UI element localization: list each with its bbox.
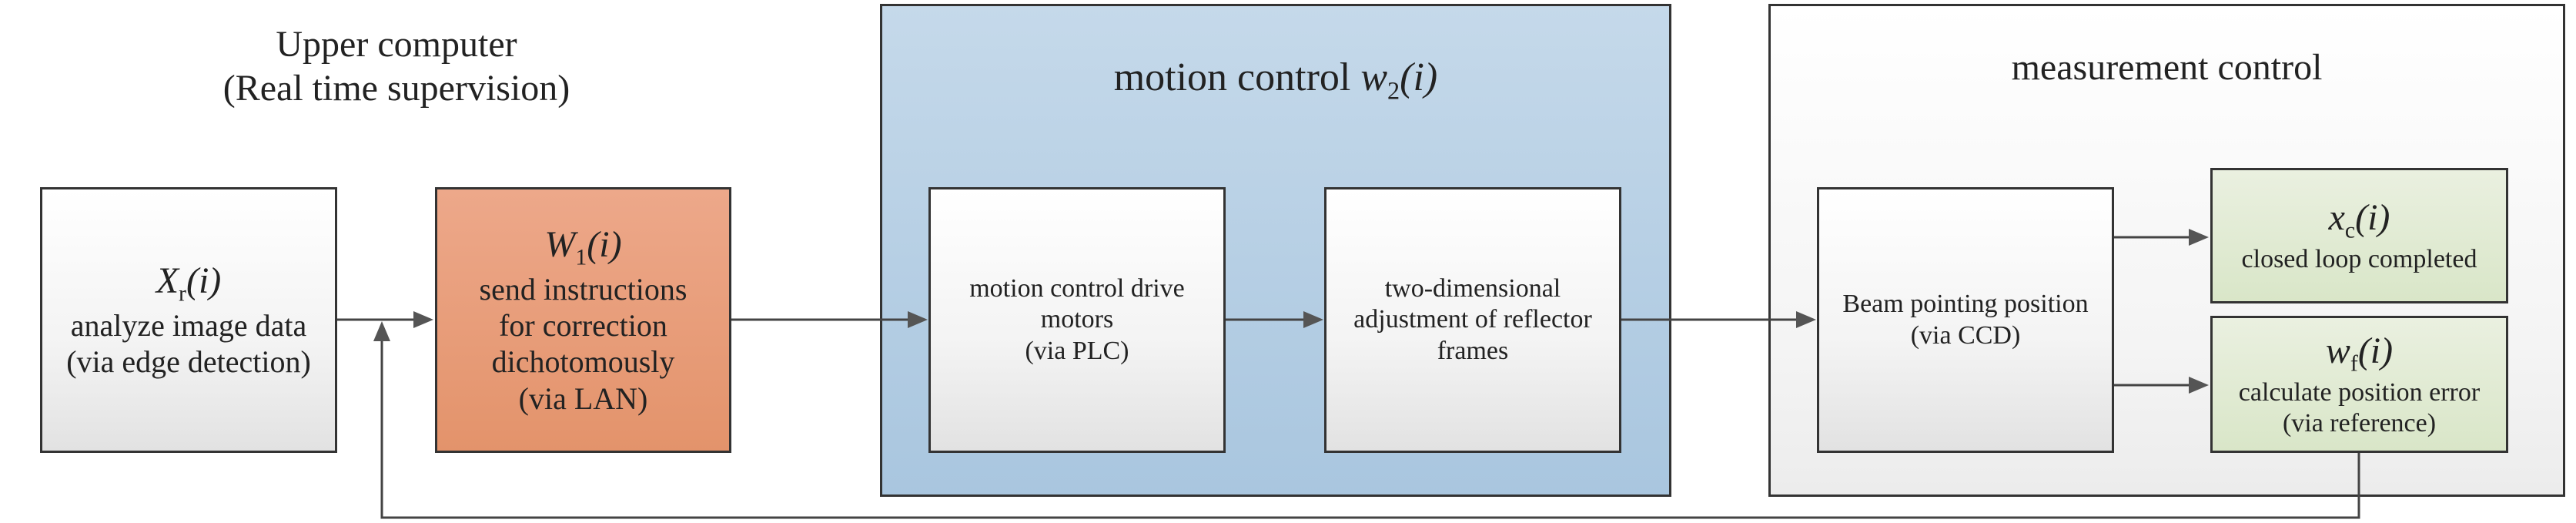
- upper-computer-title-line2: (Real time supervision): [222, 67, 570, 109]
- send-instructions-line2: for correction: [499, 308, 667, 344]
- motion-control-title-arg: (i): [1400, 55, 1438, 99]
- reflector-adjustment-line1: two-dimensional: [1384, 274, 1561, 303]
- send-instructions-symbol: W1(i): [544, 224, 622, 270]
- motion-control-title: motion control w2(i): [880, 54, 1671, 105]
- closed-loop-box: xc(i) closed loop completed: [2210, 168, 2508, 303]
- drive-motors-box: motion control drive motors (via PLC): [928, 187, 1226, 453]
- analyze-image-symbol: Xr(i): [156, 260, 222, 307]
- reflector-adjustment-line2: adjustment of reflector: [1353, 305, 1592, 334]
- send-instructions-line3: dichotomously: [491, 344, 675, 380]
- arrowhead-beam-to-error: [2189, 377, 2209, 394]
- motion-control-title-symbol: w: [1360, 55, 1388, 99]
- analyze-image-line2: (via edge detection): [66, 344, 311, 380]
- feedback-loop-line: [380, 339, 2360, 519]
- arrowhead-instructions-to-drive: [908, 311, 928, 328]
- arrowhead-analyze-to-instructions: [413, 311, 433, 328]
- beam-pointing-line1: Beam pointing position: [1842, 290, 2089, 319]
- position-error-line1: calculate position error: [2238, 377, 2481, 407]
- upper-computer-title-line1: Upper computer: [276, 24, 517, 65]
- arrowhead-beam-to-closed: [2189, 229, 2209, 246]
- measurement-control-title: measurement control: [2011, 47, 2323, 88]
- beam-pointing-box: Beam pointing position (via CCD): [1817, 187, 2114, 453]
- reflector-adjustment-box: two-dimensional adjustment of reflector …: [1324, 187, 1621, 453]
- upper-computer-title: Upper computer (Real time supervision): [146, 23, 647, 110]
- send-instructions-box: W1(i) send instructions for correction d…: [435, 187, 731, 453]
- arrowhead-drive-to-reflector: [1303, 311, 1323, 328]
- send-instructions-line1: send instructions: [479, 271, 687, 307]
- reflector-adjustment-line3: frames: [1437, 336, 1509, 365]
- analyze-image-box: Xr(i) analyze image data (via edge detec…: [40, 187, 337, 453]
- position-error-line2: (via reference): [2282, 408, 2437, 438]
- position-error-symbol: wf(i): [2325, 330, 2394, 377]
- drive-motors-line3: (via PLC): [1025, 336, 1129, 365]
- arrowhead-reflector-to-beam: [1796, 311, 1816, 328]
- motion-control-title-text: motion control: [1113, 55, 1361, 99]
- beam-pointing-line2: (via CCD): [1910, 320, 2021, 350]
- drive-motors-line2: motors: [1040, 305, 1114, 334]
- arrowhead-feedback-loop: [373, 321, 390, 341]
- analyze-image-line1: analyze image data: [70, 308, 307, 344]
- closed-loop-symbol: xc(i): [2328, 197, 2390, 243]
- position-error-box: wf(i) calculate position error (via refe…: [2210, 316, 2508, 453]
- motion-control-title-sub: 2: [1387, 76, 1400, 105]
- send-instructions-line4: (via LAN): [518, 381, 648, 416]
- drive-motors-line1: motion control drive: [969, 274, 1185, 303]
- closed-loop-line1: closed loop completed: [2241, 244, 2477, 273]
